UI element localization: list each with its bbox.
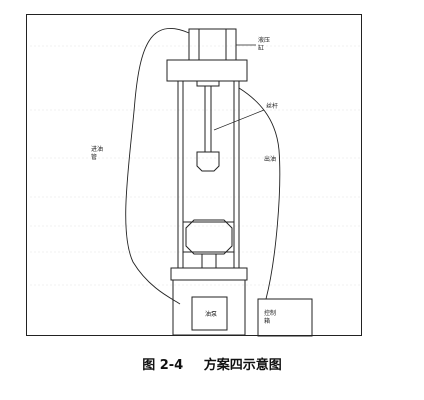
label-screw-rod: 丝杆 bbox=[266, 102, 278, 110]
background-lines bbox=[30, 45, 360, 286]
label-inlet-pipe: 进油管 bbox=[91, 145, 103, 161]
leader-screw-rod bbox=[213, 109, 265, 131]
oil-pump-box bbox=[191, 296, 228, 331]
label-line: 进油 bbox=[91, 145, 103, 153]
label-oil-pump: 油泵 bbox=[205, 310, 217, 318]
label-line: 控制 bbox=[264, 309, 276, 317]
machine-base bbox=[172, 279, 246, 336]
inlet-pipe bbox=[125, 28, 190, 305]
label-line: 液压 bbox=[258, 36, 270, 44]
label-line: 丝杆 bbox=[266, 102, 278, 110]
hydraulic-cylinder bbox=[188, 28, 237, 61]
caption-number: 图 2-4 bbox=[142, 358, 184, 373]
top-crossbeam bbox=[166, 59, 248, 82]
label-line: 出油 bbox=[264, 155, 276, 163]
label-hydraulic-cylinder: 液压缸 bbox=[258, 36, 270, 52]
return-pipe bbox=[238, 87, 281, 300]
lower-chuck-base bbox=[201, 253, 217, 269]
control-box bbox=[257, 298, 313, 337]
screw-rod-holder bbox=[196, 80, 220, 87]
label-return-pipe: 出油 bbox=[264, 155, 276, 163]
label-control-box: 控制箱 bbox=[264, 309, 276, 325]
label-line: 缸 bbox=[258, 44, 264, 52]
lower-chuck bbox=[185, 219, 233, 255]
caption-title: 方案四示意图 bbox=[203, 358, 282, 373]
figure-frame bbox=[26, 14, 362, 336]
label-line: 箱 bbox=[264, 317, 270, 325]
label-line: 油泵 bbox=[205, 310, 217, 318]
label-line: 管 bbox=[91, 153, 97, 161]
upper-chuck bbox=[196, 151, 220, 172]
figure-caption: 图 2-4 方案四示意图 bbox=[0, 354, 424, 373]
base-crossbeam bbox=[170, 267, 248, 281]
